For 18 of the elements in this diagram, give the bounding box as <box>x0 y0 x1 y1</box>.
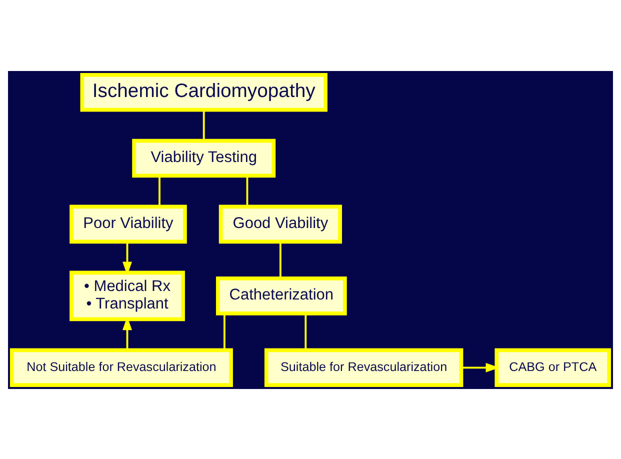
node-box: • Medical Rx • Transplant <box>70 270 185 321</box>
connector <box>304 313 307 350</box>
arrow <box>122 241 132 275</box>
connector <box>158 175 160 206</box>
node-box: Not Suitable for Revascularization <box>10 348 233 387</box>
node-box: CABG or PTCA <box>494 348 612 387</box>
connector <box>202 110 205 140</box>
connector <box>279 241 282 278</box>
connector <box>246 175 248 206</box>
node-box: Ischemic Cardiomyopathy <box>80 72 328 112</box>
node-box: Suitable for Revascularization <box>264 348 464 387</box>
connector <box>223 313 226 350</box>
node-box: Good Viability <box>218 204 342 244</box>
arrow <box>461 362 500 372</box>
node-box: Poor Viability <box>70 204 187 244</box>
node-box: Viability Testing <box>132 138 276 178</box>
arrow <box>122 316 132 350</box>
node-box: Catheterization <box>216 276 347 315</box>
